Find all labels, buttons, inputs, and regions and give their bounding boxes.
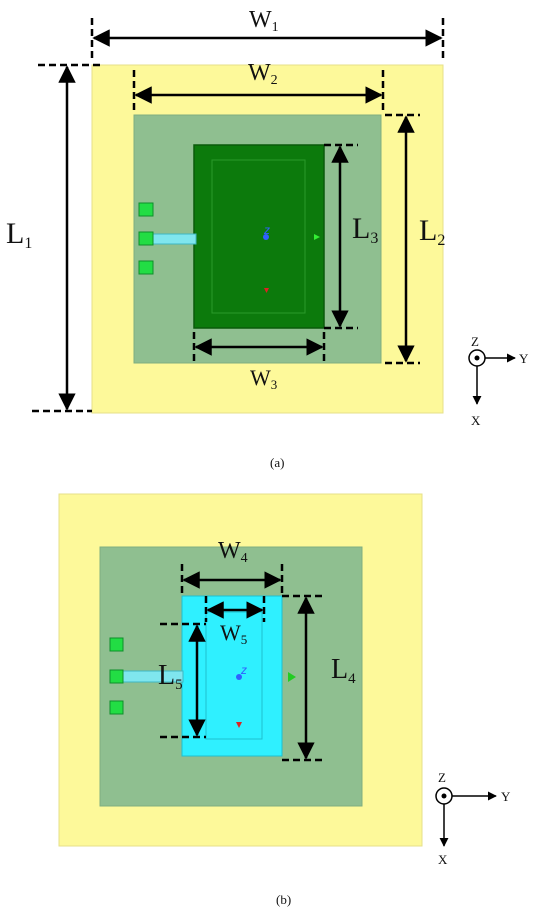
marker-arrow-green-a: [314, 234, 320, 240]
marker-z-b: z: [240, 663, 247, 677]
l1-label: L1: [6, 217, 32, 252]
caption-b: (b): [276, 892, 291, 907]
w1-label: W1: [249, 7, 279, 35]
x-axis-label: X: [471, 413, 481, 428]
panel-a: z W1 W2 W3 L1 L2 L3: [6, 7, 529, 470]
feed-pad-b-bot: [109, 700, 124, 715]
y-axis-label: Y: [519, 351, 529, 366]
feed-pad-a-bot: [138, 260, 154, 275]
l4-label: L4: [331, 654, 356, 687]
feed-pad-b-top: [109, 637, 124, 652]
w3-label: W3: [250, 365, 277, 392]
w5-label: W5: [220, 620, 247, 647]
z-axis-label: Z: [471, 334, 479, 349]
w4-label: W4: [218, 538, 248, 566]
top-patch-inner-outline: [211, 159, 306, 314]
x-axis-label: X: [438, 852, 448, 867]
feed-pad-a-mid: [138, 231, 154, 246]
z-axis-label: Z: [438, 770, 446, 785]
w2-label: W2: [248, 60, 278, 88]
coordinate-axes-a: Z Y X: [468, 334, 529, 428]
l3-label: L3: [352, 212, 378, 247]
marker-arrow-red-b: [236, 722, 242, 728]
coordinate-axes-b: Z Y X: [435, 770, 511, 867]
l2-label: L2: [419, 214, 445, 249]
port-dot-a: [263, 234, 269, 240]
top-patch: [193, 144, 325, 329]
port-dot-b: [236, 674, 242, 680]
marker-arrow-red-a: [264, 288, 269, 293]
panel-b: z W4 W5 L4 L5 Z Y X (b): [58, 493, 511, 907]
caption-a: (a): [270, 455, 284, 470]
y-axis-label: Y: [501, 789, 511, 804]
feed-pad-a-top: [138, 202, 154, 217]
l5-label: L5: [158, 660, 183, 693]
marker-z-a: z: [263, 223, 270, 237]
marker-arrow-green-b: [288, 672, 296, 682]
feed-pad-b-mid: [109, 669, 124, 684]
feed-line-a: [149, 233, 197, 245]
